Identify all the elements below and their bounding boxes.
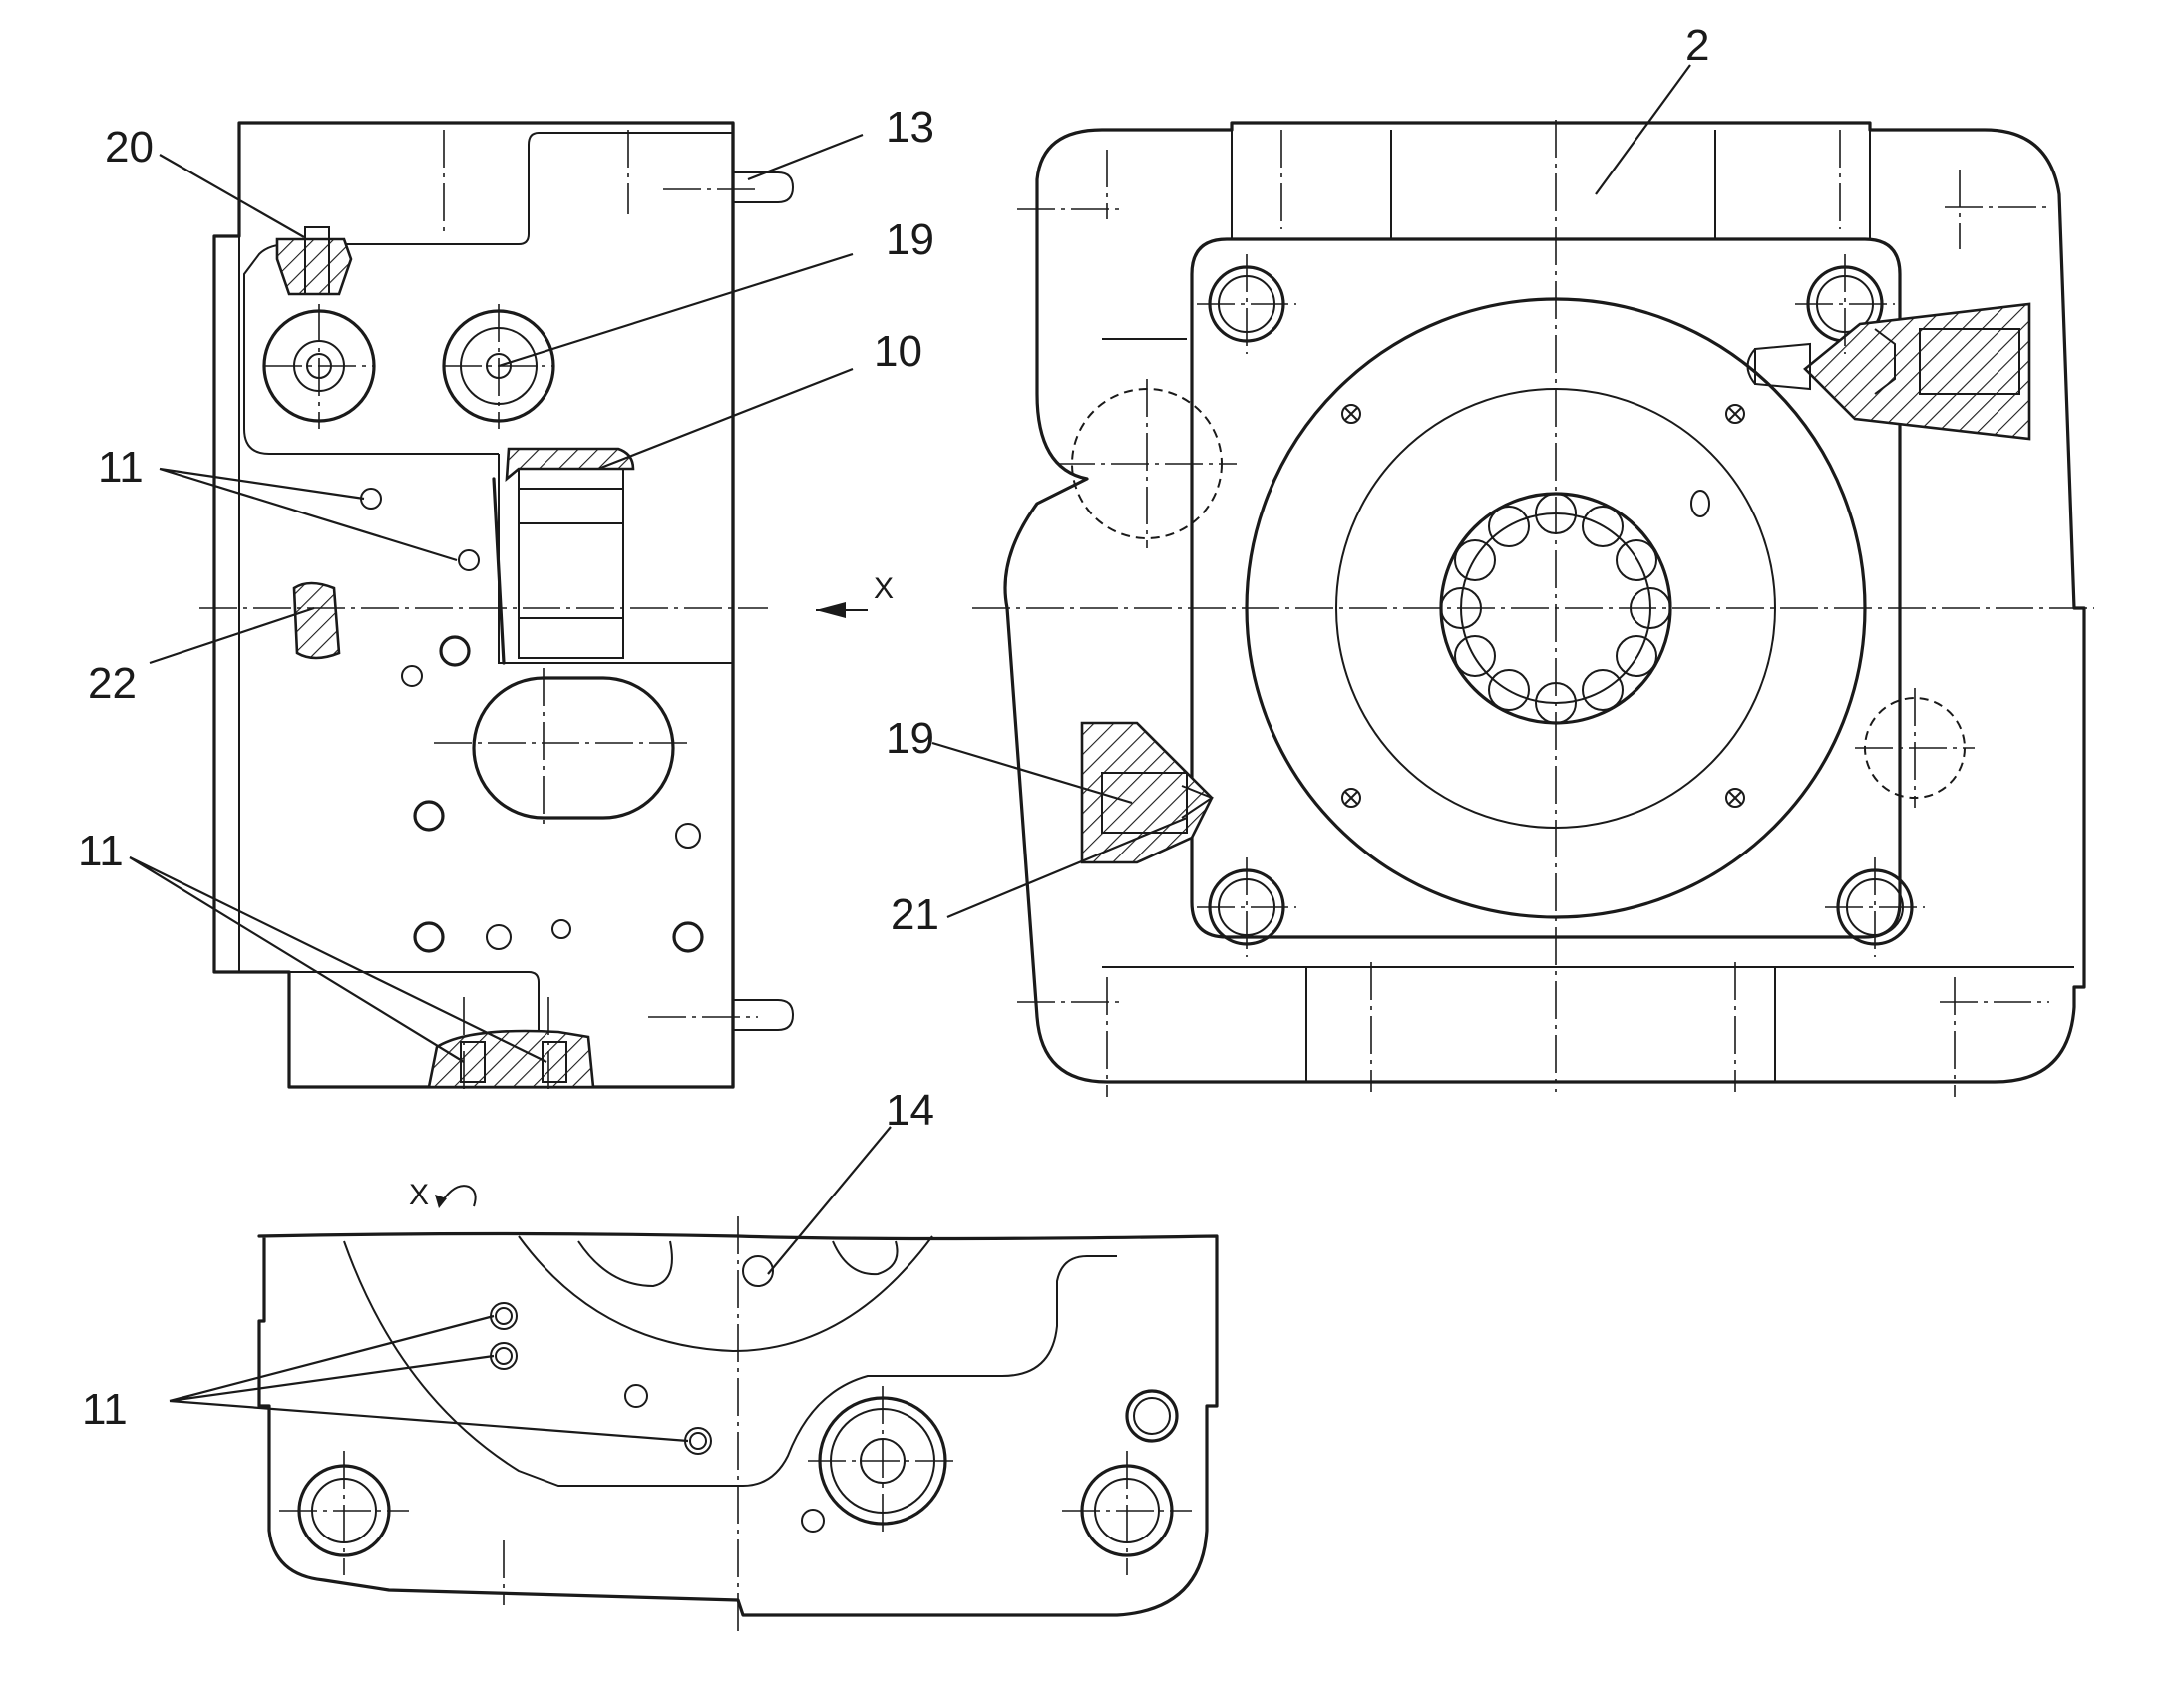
- callout-21: 21: [891, 890, 939, 939]
- callout-11-upper: 11: [98, 443, 144, 492]
- callout-2: 2: [1685, 21, 1709, 70]
- callout-22: 22: [88, 659, 137, 708]
- callout-19-right: 19: [886, 714, 934, 763]
- leader-lines: [129, 64, 1691, 1443]
- front-view: [972, 120, 2094, 1097]
- callout-20: 20: [105, 123, 154, 171]
- bottom-view: X: [257, 1179, 1219, 1635]
- callout-11-lower: 11: [78, 827, 124, 875]
- tapped-holes: [1341, 404, 1745, 808]
- callout-10: 10: [874, 327, 922, 376]
- callout-14: 14: [886, 1086, 934, 1135]
- callout-11-bottom: 11: [82, 1385, 128, 1434]
- callout-numbers: 20 13 19 10 11 22 11 2 19 21 14 11: [78, 21, 1709, 1434]
- view-arrow-label: X: [874, 572, 894, 605]
- callout-13: 13: [886, 103, 934, 152]
- callout-19-left: 19: [886, 215, 934, 264]
- rotated-view-label: X: [409, 1179, 429, 1211]
- left-side-view: X: [199, 121, 894, 1092]
